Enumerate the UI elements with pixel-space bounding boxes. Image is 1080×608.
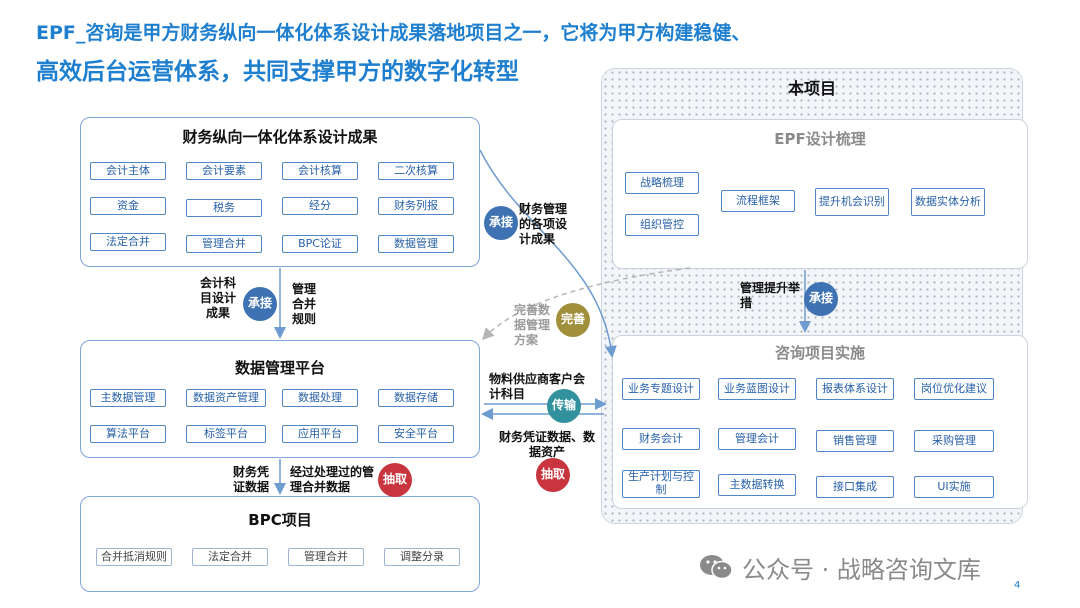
bpc-item: 调整分录 xyxy=(384,548,460,566)
bpc-item: 管理合并 xyxy=(288,548,364,566)
impl-item: 岗位优化建议 xyxy=(914,378,994,400)
badge-inherit: 承接 xyxy=(243,287,277,321)
badge-improve: 完善 xyxy=(556,303,590,337)
note-mgmt-consolidation: 管理合并规则 xyxy=(292,282,317,326)
finance-results-title: 财务纵向一体化体系设计成果 xyxy=(182,128,378,146)
badge-extract: 抽取 xyxy=(536,458,570,492)
finance-item: 法定合并 xyxy=(90,233,166,251)
finance-item: 会计核算 xyxy=(282,162,358,180)
page-number: 4 xyxy=(1014,580,1021,591)
finance-item: 财务列报 xyxy=(378,197,454,215)
finance-item: 二次核算 xyxy=(378,162,454,180)
epf-item: 战略梳理 xyxy=(625,172,699,194)
impl-item: UI实施 xyxy=(914,476,994,498)
project-scope-title: 本项目 xyxy=(787,79,836,98)
bpc-item: 法定合并 xyxy=(192,548,268,566)
platform-item: 安全平台 xyxy=(378,425,454,443)
platform-item: 数据处理 xyxy=(282,389,358,407)
badge-transfer: 传输 xyxy=(547,389,581,423)
watermark-text: 公众号 · 战略咨询文库 xyxy=(742,556,981,584)
note-material-supplier: 物料供应商客户会计科目 xyxy=(489,372,586,401)
note-chart-of-accounts: 会计科目设计成果 xyxy=(200,276,237,320)
impl-item: 销售管理 xyxy=(816,430,894,452)
impl-item: 业务蓝图设计 xyxy=(718,378,796,400)
impl-item: 财务会计 xyxy=(622,428,700,450)
finance-item: 会计主体 xyxy=(90,162,166,180)
badge-inherit: 承接 xyxy=(484,206,518,240)
impl-item: 生产计划与控制 xyxy=(622,470,700,498)
epf-item: 提升机会识别 xyxy=(815,188,889,216)
page-title-line1: EPF_咨询是甲方财务纵向一体化体系设计成果落地项目之一，它将为甲方构建稳健、 xyxy=(36,22,751,44)
finance-item: 税务 xyxy=(186,199,262,217)
note-voucher-data: 财务凭证数据 xyxy=(232,465,269,494)
platform-item: 数据资产管理 xyxy=(186,389,266,407)
platform-item: 主数据管理 xyxy=(90,389,166,407)
epf-design-title: EPF设计梳理 xyxy=(774,130,866,148)
note-improve-data: 完善数据管理方案 xyxy=(514,303,551,347)
epf-design-panel: EPF设计梳理 战略梳理 组织管控 流程框架 提升机会识别 数据实体分析 xyxy=(612,119,1028,269)
impl-item: 采购管理 xyxy=(914,430,994,452)
note-voucher-assets: 财务凭证数据、数据资产 xyxy=(498,430,595,459)
epf-item: 流程框架 xyxy=(721,190,795,212)
platform-item: 应用平台 xyxy=(282,425,358,443)
epf-item: 数据实体分析 xyxy=(911,188,985,216)
platform-item: 标签平台 xyxy=(186,425,266,443)
note-processed-data: 经过处理过的管理合并数据 xyxy=(290,465,375,494)
impl-item: 管理会计 xyxy=(718,428,796,450)
platform-item: 数据存储 xyxy=(378,389,454,407)
note-finance-results: 财务管理的各项设计成果 xyxy=(519,202,568,246)
bpc-panel: BPC项目 xyxy=(80,496,480,592)
badge-extract: 抽取 xyxy=(378,463,412,497)
impl-item: 业务专题设计 xyxy=(622,378,700,400)
finance-item: 资金 xyxy=(90,197,166,215)
impl-title: 咨询项目实施 xyxy=(774,344,865,362)
arrow-finance-to-impl xyxy=(479,149,617,358)
finance-item: 管理合并 xyxy=(186,235,262,253)
wechat-icon xyxy=(700,555,733,580)
bpc-item: 合并抵消规则 xyxy=(96,548,172,566)
impl-item: 接口集成 xyxy=(816,476,894,498)
finance-item: 经分 xyxy=(282,197,358,215)
page-title-line2: 高效后台运营体系，共同支撑甲方的数字化转型 xyxy=(36,59,519,85)
data-platform-title: 数据管理平台 xyxy=(234,359,325,377)
platform-item: 算法平台 xyxy=(90,425,166,443)
impl-item: 报表体系设计 xyxy=(816,378,894,400)
badge-inherit: 承接 xyxy=(804,282,838,316)
note-mgmt-improve: 管理提升举措 xyxy=(740,281,801,310)
finance-item: 数据管理 xyxy=(378,235,454,253)
finance-item: BPC论证 xyxy=(282,235,358,253)
bpc-title: BPC项目 xyxy=(248,511,312,529)
impl-item: 主数据转换 xyxy=(718,474,796,496)
finance-item: 会计要素 xyxy=(186,162,262,180)
epf-item: 组织管控 xyxy=(625,214,699,236)
arrow-improve-dashed xyxy=(481,267,691,341)
